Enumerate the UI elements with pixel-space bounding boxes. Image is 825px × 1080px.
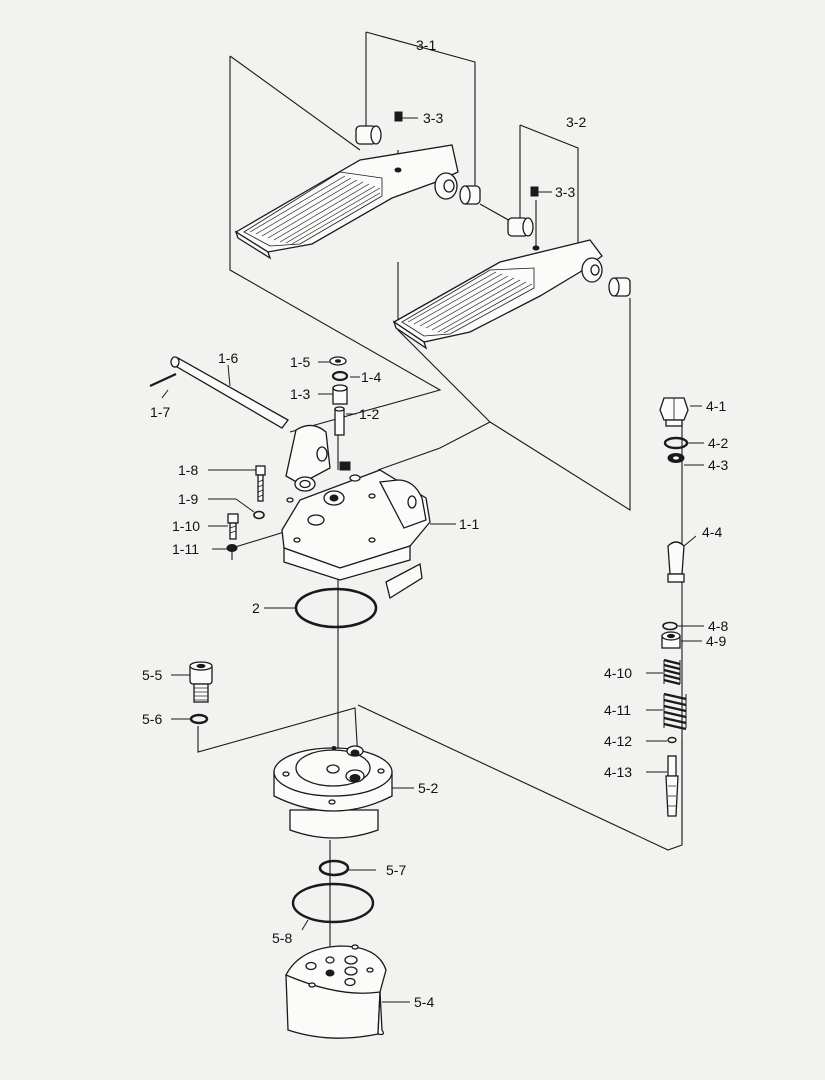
- label-2: 2: [252, 600, 260, 616]
- plug-4-1: [659, 397, 689, 427]
- block-5-4: [285, 944, 387, 1039]
- cotter-pin-1-7: [149, 373, 177, 387]
- flange-5-2: [273, 745, 393, 839]
- bolt-1-8: [255, 465, 266, 502]
- o-ring-5-7: [318, 859, 350, 877]
- bushing-1-3: [332, 384, 348, 405]
- label-4-10: 4-10: [604, 665, 632, 681]
- label-3-3-a: 3-3: [423, 110, 443, 126]
- washer-1-9: [253, 510, 265, 520]
- part-labels: 3-1 3-3 3-2 3-3 1-6 1-5 1-4 1-3 1-7 1-2 …: [142, 37, 728, 1010]
- label-4-9: 4-9: [706, 633, 726, 649]
- label-4-4: 4-4: [702, 524, 722, 540]
- label-4-2: 4-2: [708, 435, 728, 451]
- leader-lines: [161, 117, 704, 1003]
- o-ring-5-6: [189, 713, 209, 725]
- label-1-2: 1-2: [359, 406, 379, 422]
- push-rod-1-2: [334, 406, 345, 436]
- label-4-12: 4-12: [604, 733, 632, 749]
- label-4-1: 4-1: [706, 398, 726, 414]
- bushing-3-2-a: [507, 217, 534, 237]
- label-1-3: 1-3: [290, 386, 310, 402]
- pin-4-13: [665, 755, 679, 817]
- o-ring-5-8: [291, 882, 375, 924]
- pedal-3-1-tread: [243, 171, 383, 247]
- washer-1-11: [226, 544, 238, 552]
- label-5-7: 5-7: [386, 862, 406, 878]
- spool-4-4: [667, 541, 685, 583]
- label-3-2: 3-2: [566, 114, 586, 130]
- set-screw-3-3-a: [394, 111, 403, 122]
- label-4-8: 4-8: [708, 618, 728, 634]
- washer-4-8: [662, 621, 678, 631]
- pin-1-6: [170, 356, 289, 429]
- label-4-13: 4-13: [604, 764, 632, 780]
- label-5-6: 5-6: [142, 711, 162, 727]
- pedal-3-2-tread: [401, 267, 535, 337]
- spring-4-10: [663, 658, 681, 686]
- label-1-5: 1-5: [290, 354, 310, 370]
- washer-4-3: [667, 453, 685, 463]
- valve-body-1-1: [281, 424, 431, 600]
- label-5-8: 5-8: [272, 930, 292, 946]
- label-1-9: 1-9: [178, 491, 198, 507]
- washer-1-5: [329, 356, 347, 366]
- label-5-5: 5-5: [142, 667, 162, 683]
- washer-4-12: [667, 736, 677, 744]
- label-1-6: 1-6: [218, 350, 238, 366]
- label-1-8: 1-8: [178, 462, 198, 478]
- pedal-3-1: [234, 111, 481, 260]
- set-screw-3-3-b: [530, 186, 539, 197]
- pedal-3-2: [392, 186, 631, 350]
- bushing-3-1-a: [355, 125, 382, 145]
- label-5-4: 5-4: [414, 994, 434, 1010]
- label-1-11: 1-11: [172, 541, 199, 557]
- seal-1-4: [331, 370, 349, 382]
- bolt-1-10: [227, 513, 239, 540]
- assembly-guide-lines: [197, 31, 683, 990]
- spring-4-11: [663, 692, 687, 731]
- bushing-3-2-b: [608, 277, 631, 297]
- label-4-3: 4-3: [708, 457, 728, 473]
- o-ring-4-2: [663, 436, 689, 450]
- label-3-1: 3-1: [416, 37, 436, 53]
- label-3-3-b: 3-3: [555, 184, 575, 200]
- label-5-2: 5-2: [418, 780, 438, 796]
- bushing-3-1-b: [459, 185, 481, 205]
- o-ring-2: [294, 587, 378, 629]
- label-1-10: 1-10: [172, 518, 200, 534]
- label-1-4: 1-4: [361, 369, 381, 385]
- fitting-5-5: [189, 661, 213, 703]
- label-1-1: 1-1: [459, 516, 479, 532]
- spring-seat-4-9: [661, 631, 681, 649]
- label-4-11: 4-11: [604, 702, 631, 718]
- label-1-7: 1-7: [150, 404, 170, 420]
